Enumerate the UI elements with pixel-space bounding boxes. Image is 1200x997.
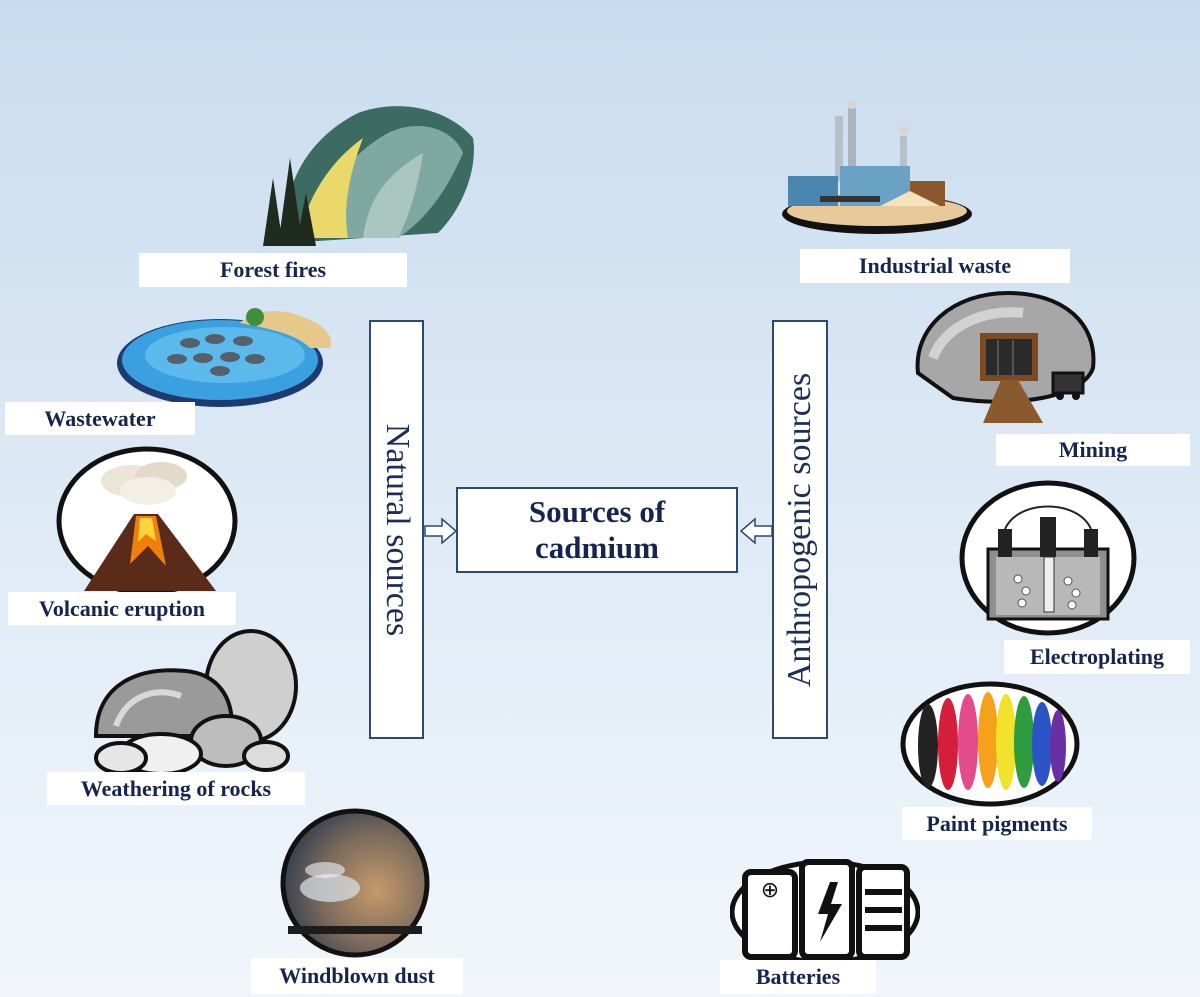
wastewater-pond-icon bbox=[117, 308, 332, 407]
electroplating-tank-icon bbox=[959, 480, 1137, 636]
label-industrial-waste: Industrial waste bbox=[800, 249, 1070, 283]
label-wastewater: Wastewater bbox=[5, 402, 195, 435]
dust-storm-icon bbox=[280, 808, 430, 958]
mine-entrance-icon bbox=[915, 290, 1096, 423]
label-weathering-of-rocks: Weathering of rocks bbox=[47, 772, 305, 805]
rocks-icon bbox=[93, 629, 298, 776]
label-mining: Mining bbox=[996, 434, 1190, 466]
label-windblown-dust: Windblown dust bbox=[251, 958, 463, 994]
label-batteries: Batteries bbox=[720, 960, 876, 994]
center-title-line1: Sources of bbox=[528, 494, 666, 529]
center-title-line2: cadmium bbox=[535, 530, 659, 565]
natural-sources-box: Natural sources bbox=[369, 320, 424, 739]
natural-sources-title: Natural sources bbox=[378, 423, 416, 636]
label-electroplating: Electroplating bbox=[1004, 640, 1190, 674]
label-forest-fires: Forest fires bbox=[139, 253, 407, 287]
factory-icon bbox=[782, 99, 972, 234]
forest-fire-icon bbox=[263, 106, 474, 246]
anthropogenic-sources-title: Anthropogenic sources bbox=[781, 372, 818, 687]
anthropogenic-sources-box: Anthropogenic sources bbox=[772, 320, 828, 739]
arrow-natural-to-center bbox=[424, 517, 458, 545]
paint-pigments-icon bbox=[900, 681, 1080, 807]
arrow-anthropogenic-to-center bbox=[739, 517, 773, 545]
label-volcanic-eruption: Volcanic eruption bbox=[8, 592, 236, 625]
center-box-sources-of-cadmium: Sources of cadmium bbox=[456, 487, 738, 573]
label-paint-pigments: Paint pigments bbox=[902, 807, 1092, 840]
svg-text:⊕: ⊕ bbox=[761, 878, 779, 903]
volcano-icon bbox=[56, 446, 238, 596]
batteries-icon: ⊕ bbox=[730, 859, 920, 962]
